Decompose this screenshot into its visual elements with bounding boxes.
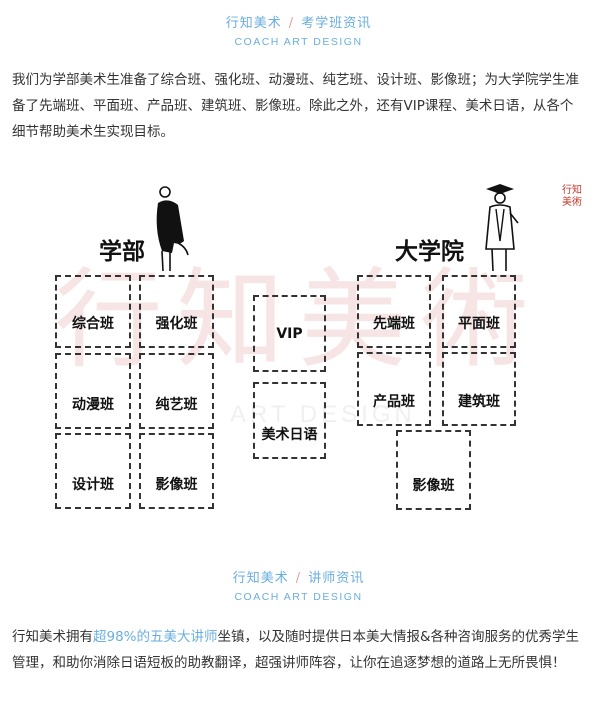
section-title: 行知美术 / 考学班资讯 [0,12,597,31]
course-box-imaging-grad: 影像班 [396,430,471,510]
intro-paragraph: 我们为学部美术生准备了综合班、强化班、动漫班、纯艺班、设计班、影像班；为大学院学… [12,72,579,140]
corner-logo: 行知 美術 [561,185,583,209]
student-figure-icon [156,186,189,272]
section-header-courses: 行知美术 / 考学班资讯 COACH ART DESIGN [0,12,597,48]
course-box-imaging: 影像班 [139,433,214,509]
section-title-text: 考学班资讯 [301,16,372,31]
course-box-advanced: 先端班 [357,275,431,348]
course-box-vip: VIP [253,295,326,372]
section-subtitle: COACH ART DESIGN [234,36,363,48]
section-subtitle: COACH ART DESIGN [234,591,363,603]
graduate-school-label: 大学院 [395,239,464,265]
watermark-text: 行知美術 [54,258,543,383]
course-box-japanese: 美术日语 [253,382,326,459]
watermark-english: ART DESIGN [230,401,416,428]
title-separator: / [295,571,302,586]
course-box-intensive: 强化班 [139,275,214,348]
teachers-highlight: 超98%的五美大讲师 [93,629,218,645]
course-box-fine-art: 纯艺班 [139,353,214,429]
course-diagram: 行知美術 ART DESIGN 行知 美術 学部 综合班 强化班 动漫班 纯艺班… [0,175,597,520]
teachers-text-start: 行知美术拥有 [12,629,93,645]
teachers-text-rest: 坐镇，以及随时提供日本美大情报&各种咨询服务的优秀学生管理，和助你消除日语短板的… [12,629,580,671]
section-title-text: 讲师资讯 [308,571,365,586]
course-box-comprehensive: 综合班 [55,275,131,348]
title-separator: / [288,16,295,31]
corner-logo-line1: 行知 [562,185,582,196]
brand-name: 行知美术 [225,16,282,31]
course-box-product: 产品班 [357,352,431,426]
brand-name: 行知美术 [232,571,289,586]
graduate-figure-icon [485,184,519,272]
undergraduate-label: 学部 [99,239,145,265]
section-title: 行知美术 / 讲师资讯 [0,567,597,586]
course-box-architecture: 建筑班 [442,352,516,426]
course-box-graphic: 平面班 [442,275,516,348]
teachers-paragraph: 行知美术拥有超98%的五美大讲师坐镇，以及随时提供日本美大情报&各种咨询服务的优… [12,624,586,676]
section-header-teachers: 行知美术 / 讲师资讯 COACH ART DESIGN [0,567,597,603]
course-box-animation: 动漫班 [55,353,131,429]
corner-logo-line2: 美術 [562,197,582,208]
course-box-design: 设计班 [55,433,131,509]
